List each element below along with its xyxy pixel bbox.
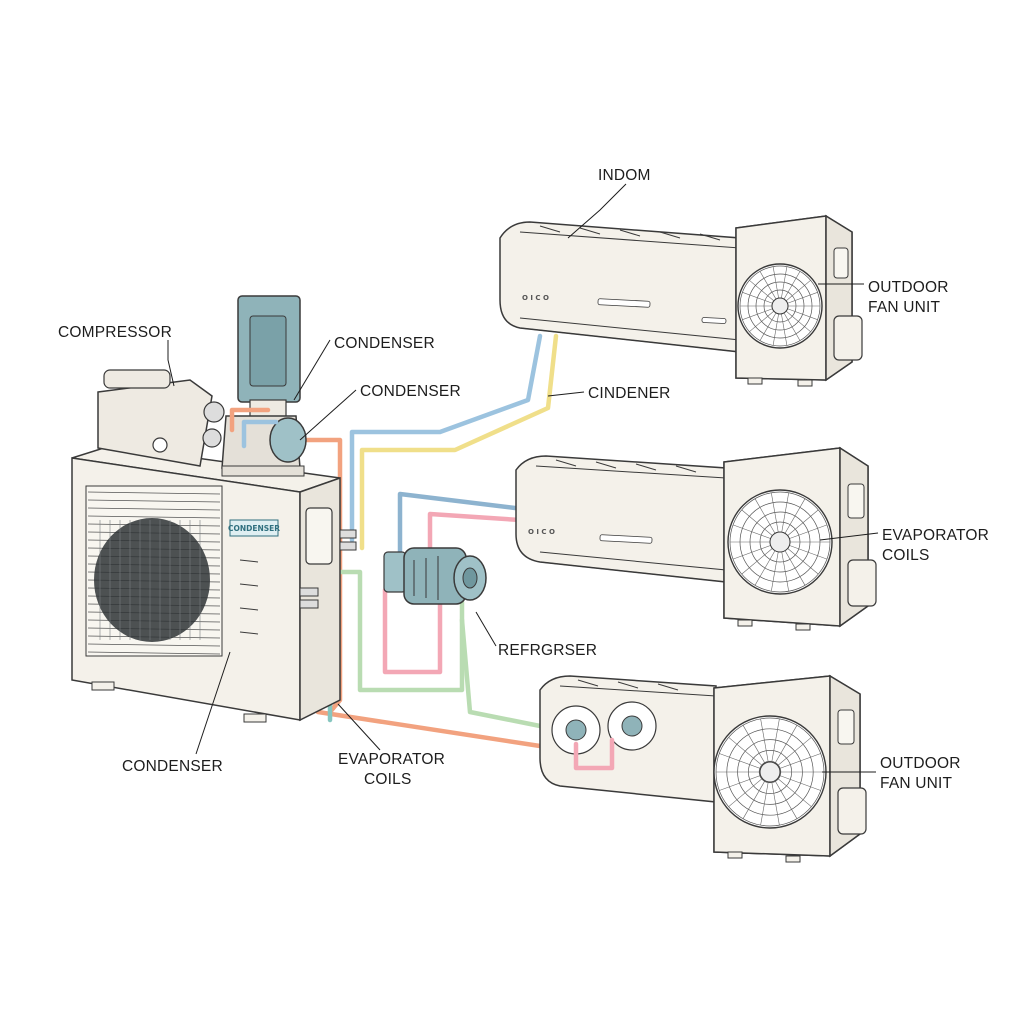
vent-slot (239, 607, 259, 611)
indoor-unit-top: O I C O (499, 221, 741, 353)
label-cindener: CINDENER (588, 385, 671, 402)
brand-badge (229, 519, 279, 537)
outdoor-fan-unit-middle (723, 446, 877, 631)
main-condenser-unit: CONDENSER (71, 445, 357, 723)
fan-grille-mesh (99, 520, 201, 640)
unit-foot (243, 713, 267, 723)
condenser-tank-panel (249, 315, 287, 387)
outdoor-fan-unit-top (735, 214, 863, 387)
pipe-blue-top (349, 333, 543, 543)
pipe-blue-middle (397, 491, 518, 563)
label-condenser-1: CONDENSER (334, 335, 435, 352)
fan-opening (94, 518, 210, 642)
evaporator-pipe (573, 737, 615, 771)
compressor (97, 369, 225, 467)
pump-pipe-orange (229, 407, 271, 433)
compressor-cap (103, 369, 171, 389)
vent-slot (239, 583, 259, 587)
label-outdoor-fan-unit-top-2: FAN UNIT (868, 299, 941, 316)
label-outdoor-fan-unit-top-1: OUTDOOR (868, 279, 949, 296)
compressor-port (152, 437, 168, 453)
compressor-fitting (202, 428, 222, 448)
grille-slat (87, 515, 221, 519)
label-evaporator-coils-bottom-2: COILS (364, 771, 412, 788)
grille-slat (87, 643, 221, 647)
evaporator-hub (565, 719, 587, 741)
compressor-fitting (203, 401, 225, 423)
indoor-brand-2: O I C O (528, 528, 555, 536)
grille-slat (87, 499, 221, 503)
pipe-pink-middle (427, 511, 523, 563)
grille-slat (87, 507, 221, 511)
leader-lines (167, 183, 879, 773)
pump-motor (269, 417, 307, 463)
label-evaporator-coils-right-1: EVAPORATOR (882, 527, 989, 544)
label-evaporator-coils-bottom-1: EVAPORATOR (338, 751, 445, 768)
outdoor-fan-unit-bottom (713, 674, 867, 863)
vent-slot (239, 631, 259, 635)
label-condenser-2: CONDENSER (360, 383, 461, 400)
pipe-pink-loop (382, 587, 443, 675)
labels: INDOM OUTDOOR FAN UNIT COMPRESSOR CONDEN… (58, 167, 989, 792)
label-compressor: COMPRESSOR (58, 324, 172, 341)
indoor-brand-1: O I C O (522, 294, 549, 302)
unit-foot (91, 681, 115, 691)
pipe-green-loop (317, 569, 465, 693)
label-evaporator-coils-right-2: COILS (882, 547, 930, 564)
label-refrgrser: REFRGRSER (498, 642, 597, 659)
grille-slat (87, 491, 221, 495)
fan-hub (759, 761, 781, 783)
valve-hub (462, 567, 478, 589)
service-valves (299, 529, 357, 609)
label-outdoor-fan-unit-bottom-2: FAN UNIT (880, 775, 953, 792)
pump-pipe-blue (241, 419, 279, 449)
brand-badge-text: CONDENSER (228, 524, 280, 533)
indoor-unit-bottom (539, 675, 717, 803)
label-outdoor-fan-unit-bottom-1: OUTDOOR (880, 755, 961, 772)
indoor-unit-middle: O I C O (515, 455, 727, 583)
label-condenser-bottom: CONDENSER (122, 758, 223, 775)
fan-hub (769, 531, 791, 553)
pump-base (221, 465, 305, 477)
pipe-green-bottom (459, 617, 563, 733)
label-indom: INDOM (598, 167, 651, 184)
pipe-yellow-top (359, 333, 559, 551)
condenser-tank (221, 295, 307, 477)
grille-slat (87, 651, 221, 655)
evaporator-hub (621, 715, 643, 737)
refrigerant-valve (383, 547, 487, 605)
vent-slot (239, 559, 259, 563)
service-panel (305, 507, 333, 565)
fan-hub (771, 297, 789, 315)
